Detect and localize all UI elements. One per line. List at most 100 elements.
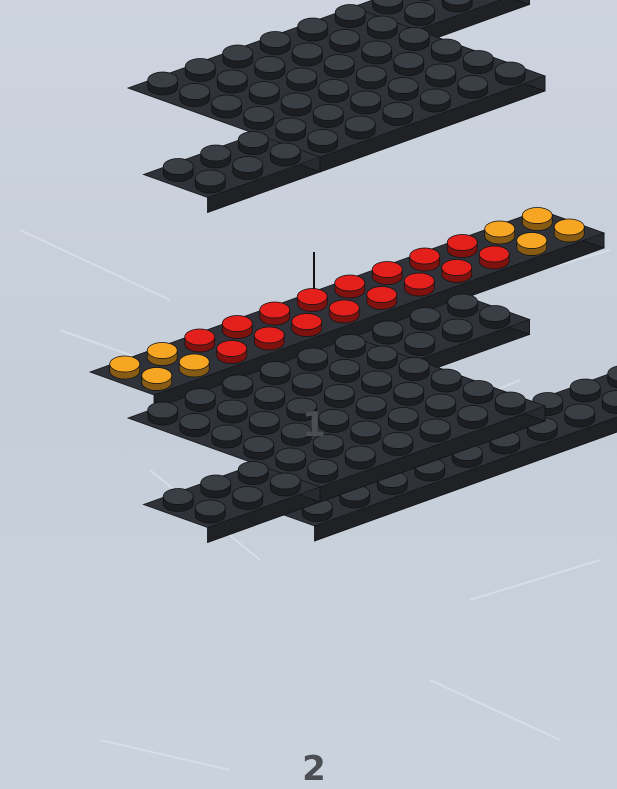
stud: [463, 51, 493, 67]
colored-stud: [185, 329, 215, 345]
stud: [458, 76, 488, 92]
stud: [212, 425, 242, 441]
stud: [442, 319, 472, 335]
stud: [565, 404, 595, 420]
stud: [330, 30, 360, 46]
stud: [255, 57, 285, 73]
stud: [163, 159, 193, 175]
stud: [495, 62, 525, 78]
stud: [223, 375, 253, 391]
stud: [255, 387, 285, 403]
stud: [458, 406, 488, 422]
stud: [270, 473, 300, 489]
colored-stud: [410, 248, 440, 264]
stud: [201, 145, 231, 161]
stud: [308, 130, 338, 146]
stud: [244, 107, 274, 123]
stud: [270, 143, 300, 159]
stud: [292, 43, 322, 59]
stud: [345, 116, 375, 132]
colored-stud: [254, 327, 284, 343]
stud: [217, 70, 247, 86]
stud: [383, 103, 413, 119]
stud: [163, 489, 193, 505]
step-1-cross-plate: [128, 0, 545, 213]
stud: [463, 381, 493, 397]
stud: [356, 66, 386, 82]
stud: [394, 383, 424, 399]
stud: [148, 402, 178, 418]
stud: [298, 348, 328, 364]
stud: [410, 308, 440, 324]
stud: [345, 446, 375, 462]
stud: [420, 89, 450, 105]
stud: [308, 460, 338, 476]
stud: [324, 385, 354, 401]
stud: [362, 371, 392, 387]
colored-stud: [179, 354, 209, 370]
stud: [426, 64, 456, 80]
stud: [260, 362, 290, 378]
stud: [223, 45, 253, 61]
stud: [388, 408, 418, 424]
colored-stud: [335, 275, 365, 291]
stud: [287, 68, 317, 84]
stud: [180, 414, 210, 430]
stud: [431, 39, 461, 55]
stud: [195, 500, 225, 516]
colored-stud: [485, 221, 515, 237]
colored-stud: [147, 343, 177, 359]
stud: [405, 3, 435, 19]
stud: [298, 18, 328, 34]
stud: [292, 373, 322, 389]
colored-stud: [517, 233, 547, 249]
colored-stud: [217, 341, 247, 357]
colored-stud: [260, 302, 290, 318]
stud: [351, 91, 381, 107]
stud: [495, 392, 525, 408]
stud: [362, 41, 392, 57]
background-line: [470, 560, 600, 600]
background-line: [20, 230, 170, 300]
colored-stud: [142, 368, 172, 384]
stud: [238, 462, 268, 478]
colored-stud: [442, 260, 472, 276]
stud: [276, 448, 306, 464]
stud: [335, 335, 365, 351]
stud: [426, 394, 456, 410]
stud: [373, 321, 403, 337]
stud: [148, 72, 178, 88]
background-line: [100, 740, 230, 770]
stud: [388, 78, 418, 94]
stud: [281, 93, 311, 109]
step-number-2: 2: [294, 749, 334, 789]
stud: [260, 32, 290, 48]
stud: [367, 16, 397, 32]
stud: [480, 306, 510, 322]
colored-stud: [297, 289, 327, 305]
colored-stud: [554, 219, 584, 235]
stud: [233, 157, 263, 173]
step-number-1: 1: [294, 405, 334, 445]
stud: [335, 5, 365, 21]
stud: [448, 294, 478, 310]
stud: [367, 346, 397, 362]
colored-stud: [367, 287, 397, 303]
stud: [313, 105, 343, 121]
stud: [201, 475, 231, 491]
stud: [356, 396, 386, 412]
colored-stud: [222, 316, 252, 332]
stud: [431, 369, 461, 385]
colored-stud: [479, 246, 509, 262]
stud: [180, 84, 210, 100]
stud: [212, 95, 242, 111]
stud: [244, 437, 274, 453]
colored-stud: [372, 262, 402, 278]
stud: [249, 412, 279, 428]
colored-stud: [110, 356, 140, 372]
stud: [238, 132, 268, 148]
stud: [351, 421, 381, 437]
colored-stud: [329, 300, 359, 316]
colored-stud: [522, 208, 552, 224]
